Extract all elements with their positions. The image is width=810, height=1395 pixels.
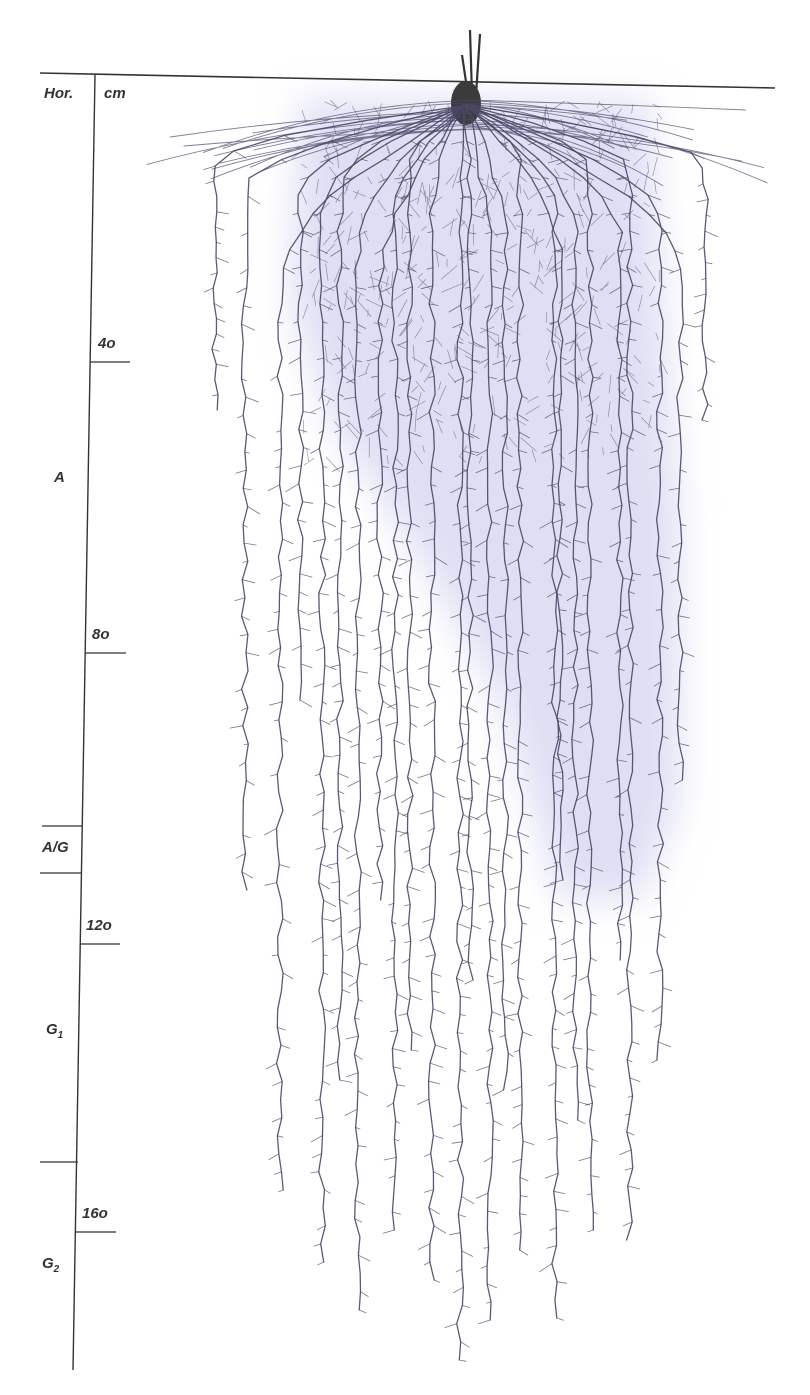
root-strand (291, 99, 668, 472)
root-strand (285, 140, 372, 708)
root-density-tint (290, 100, 680, 900)
root-strand (462, 104, 560, 1319)
soil-surface-line (39, 72, 776, 89)
horizon-label-g1-sub: 1 (57, 1030, 64, 1041)
root-strand (503, 159, 535, 1256)
root-strand (203, 135, 297, 397)
root-strand (478, 141, 518, 1096)
horizon-label-g2: G2 (42, 1256, 59, 1275)
root-strand (240, 104, 468, 891)
root-strand (463, 104, 494, 1321)
root-strand (343, 141, 428, 1314)
root-strand (466, 104, 525, 1251)
depth-heading: cm (104, 85, 126, 102)
root-strand (296, 104, 465, 701)
horizon-label-ag: A/G (42, 839, 69, 856)
root-strand (391, 104, 464, 1231)
depth-label-80: 8o (92, 626, 110, 643)
horizon-label-a: A (54, 469, 65, 486)
root-strand (454, 141, 487, 985)
depth-label-160: 16o (82, 1205, 108, 1222)
horizon-label-g1-main: G (46, 1021, 58, 1038)
root-strand (365, 140, 447, 885)
root-strand (475, 177, 506, 1325)
depth-label-120: 12o (86, 917, 112, 934)
depth-label-40: 4o (98, 335, 116, 352)
horizon-heading: Hor. (44, 85, 74, 102)
root-strand (548, 159, 635, 944)
root-strand (405, 104, 467, 1051)
root-strand (465, 104, 564, 881)
horizon-label-g1: G1 (46, 1022, 63, 1041)
root-strand (323, 140, 382, 1083)
root-strand (466, 104, 665, 1061)
root-strand (616, 158, 646, 1227)
depth-scale-axis (72, 74, 96, 1371)
root-strand (146, 99, 768, 187)
horizon-label-g2-sub: 2 (53, 1264, 60, 1275)
root-strand (443, 141, 476, 1362)
root-strand (462, 104, 684, 781)
horizon-label-g2-main: G (42, 1255, 54, 1272)
root-strand (468, 104, 624, 961)
root-strand (379, 140, 435, 1234)
root-strand (464, 104, 634, 1241)
root-strand (532, 159, 591, 1125)
root-strand (307, 158, 368, 1266)
root-strand (455, 104, 465, 1361)
root-strand (498, 140, 574, 884)
roots (146, 99, 768, 1362)
